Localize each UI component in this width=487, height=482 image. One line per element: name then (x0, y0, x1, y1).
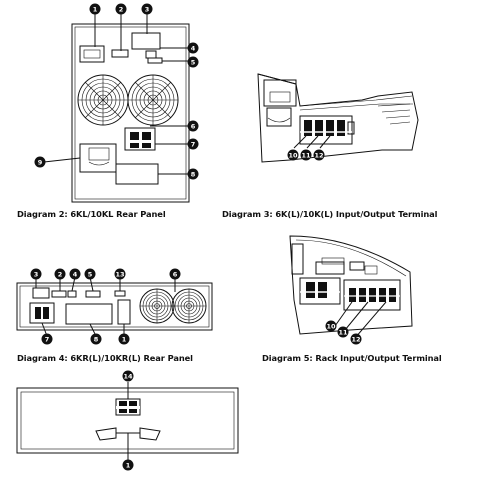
diagram-4-caption: Diagram 4: 6KR(L)/10KR(L) Rear Panel (17, 353, 193, 363)
svg-text:2: 2 (58, 270, 63, 278)
snmp-slot (131, 32, 161, 50)
callout-14: 14 (122, 370, 134, 382)
callout-8: 8 (187, 168, 199, 180)
svg-text:9: 9 (38, 158, 43, 166)
callout-1: 1 (118, 333, 130, 345)
svg-text:8: 8 (94, 335, 99, 343)
svg-text:11: 11 (301, 151, 311, 159)
svg-text:6: 6 (173, 270, 178, 278)
callout-1: 1 (122, 459, 134, 471)
cooling-fan-left (77, 74, 129, 126)
callout-4: 4 (69, 268, 81, 280)
callout-9: 9 (34, 156, 46, 168)
svg-text:11: 11 (338, 328, 348, 336)
callout-5: 5 (187, 56, 199, 68)
callout-3: 3 (30, 268, 42, 280)
svg-text:1: 1 (122, 335, 127, 343)
callout-6: 6 (169, 268, 181, 280)
svg-text:3: 3 (145, 5, 150, 13)
diagram-5-rack-io-terminal: 10 11 12 (289, 235, 413, 345)
callout-7: 7 (41, 333, 53, 345)
callout-2: 2 (115, 3, 127, 15)
svg-text:4: 4 (73, 270, 78, 278)
callout-13: 13 (114, 268, 126, 280)
svg-text:7: 7 (191, 140, 196, 148)
callout-1: 1 (89, 3, 101, 15)
callout-5: 5 (84, 268, 96, 280)
callout-2: 2 (54, 268, 66, 280)
epo-port (147, 57, 163, 64)
svg-text:3: 3 (34, 270, 39, 278)
callout-11: 11 (300, 149, 312, 161)
diagram-3-io-terminal: 10 11 12 (257, 73, 419, 163)
svg-text:8: 8 (191, 170, 196, 178)
callout-6: 6 (187, 120, 199, 132)
rs232-port (111, 49, 129, 58)
svg-text:10: 10 (326, 322, 336, 330)
callout-10: 10 (287, 149, 299, 161)
callout-7: 7 (187, 138, 199, 150)
callout-12: 12 (313, 149, 325, 161)
battery-connector (115, 163, 159, 185)
callout-3: 3 (141, 3, 153, 15)
svg-text:10: 10 (288, 151, 298, 159)
svg-text:4: 4 (191, 44, 196, 52)
svg-text:12: 12 (351, 335, 360, 343)
callout-11: 11 (337, 326, 349, 338)
svg-text:5: 5 (191, 58, 196, 66)
diagram-2-callouts: 1 2 3 4 5 6 7 8 9 (34, 3, 199, 180)
diagram-3-caption: Diagram 3: 6K(L)/10K(L) Input/Output Ter… (222, 209, 438, 219)
svg-text:1: 1 (126, 461, 131, 469)
diagram-2-caption: Diagram 2: 6KL/10KL Rear Panel (17, 209, 166, 219)
cooling-fan-right (127, 74, 179, 126)
svg-text:5: 5 (88, 270, 93, 278)
diagram-5-caption: Diagram 5: Rack Input/Output Terminal (262, 353, 442, 363)
svg-text:13: 13 (115, 270, 124, 278)
input-breaker (124, 127, 156, 151)
usb-port (145, 50, 157, 59)
svg-text:7: 7 (45, 335, 50, 343)
svg-text:2: 2 (119, 5, 124, 13)
callout-12: 12 (350, 333, 362, 345)
diagram-4-rack-rear-panel: 3 2 4 5 13 6 7 8 1 (16, 268, 213, 345)
battery-pack-rear-panel: 14 1 (16, 370, 239, 471)
callout-10: 10 (325, 320, 337, 332)
svg-text:12: 12 (314, 151, 323, 159)
callout-4: 4 (187, 42, 199, 54)
svg-text:1: 1 (93, 5, 98, 13)
comm-slot-cover (79, 45, 105, 63)
svg-text:14: 14 (123, 372, 133, 380)
diagram-2-tower-rear-panel (71, 23, 190, 203)
callout-8: 8 (90, 333, 102, 345)
svg-text:6: 6 (191, 122, 196, 130)
